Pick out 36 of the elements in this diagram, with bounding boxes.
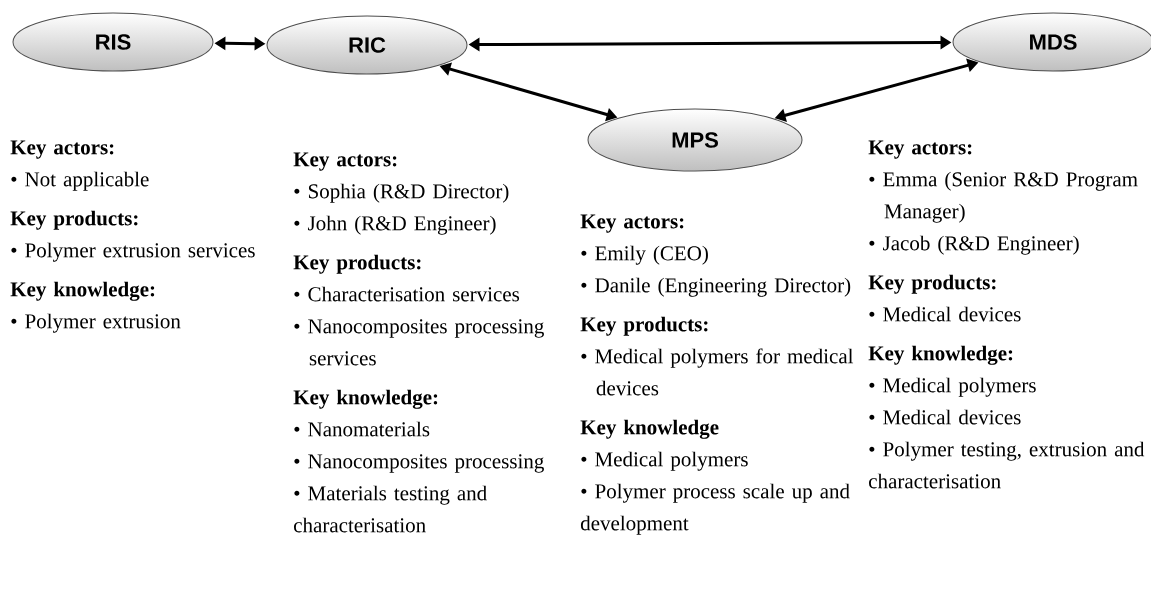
heading-text: Key products:: [293, 254, 421, 274]
list-item: • Danile (Engineering Director): [581, 277, 851, 297]
list-item: • Polymer extrusion services: [11, 242, 255, 262]
list-item: • Emma (Senior R&D Program Manager): [869, 171, 1138, 223]
heading-text: Key knowledge:: [10, 281, 155, 301]
heading-text: Key knowledge: [580, 419, 719, 439]
list-item: • Medical polymers for medical devices: [581, 348, 854, 396]
list-item: • Nanocomposites processing: [294, 454, 544, 473]
list-item: • John (R&D Engineer): [294, 215, 496, 235]
heading-text: Key products:: [580, 316, 708, 336]
list-item: • Medical polymers: [869, 377, 1036, 397]
list-item: • Jacob (R&D Engineer): [869, 235, 1079, 255]
ellipse-node: RIC: [266, 15, 468, 75]
list-item: • Polymer extrusion: [11, 313, 181, 333]
heading-text: Key products:: [868, 274, 996, 294]
list-item: • Nanomaterials: [294, 421, 430, 437]
list-item: • Nanocomposites processing services: [294, 319, 544, 366]
ellipse-node: RIS: [12, 12, 214, 72]
heading-text: Key actors:: [868, 140, 972, 159]
list-item: • Materials testing and characterisation: [294, 485, 487, 533]
list-item: • Medical devices: [869, 306, 1021, 322]
heading-text: Key actors:: [580, 214, 684, 233]
list-item: • Medical devices: [869, 409, 1021, 425]
heading-text: Key knowledge:: [868, 345, 1013, 365]
list-item: • Medical polymers: [581, 451, 748, 471]
heading-text: Key knowledge:: [293, 389, 438, 409]
heading-text: Key actors:: [10, 140, 114, 159]
ellipse-node: MPS: [587, 108, 803, 172]
list-item: • Not applicable: [11, 171, 149, 191]
heading-text: Key actors:: [293, 152, 397, 171]
list-item: • Polymer process scale up and development: [580, 483, 850, 535]
heading-text: Key products:: [10, 210, 138, 230]
list-item: • Sophia (R&D Director): [294, 183, 509, 203]
list-item: • Emily (CEO): [581, 245, 708, 265]
list-item: • Characterisation services: [294, 286, 520, 302]
list-item: • Polymer testing, extrusion and characterisation: [869, 441, 1145, 489]
